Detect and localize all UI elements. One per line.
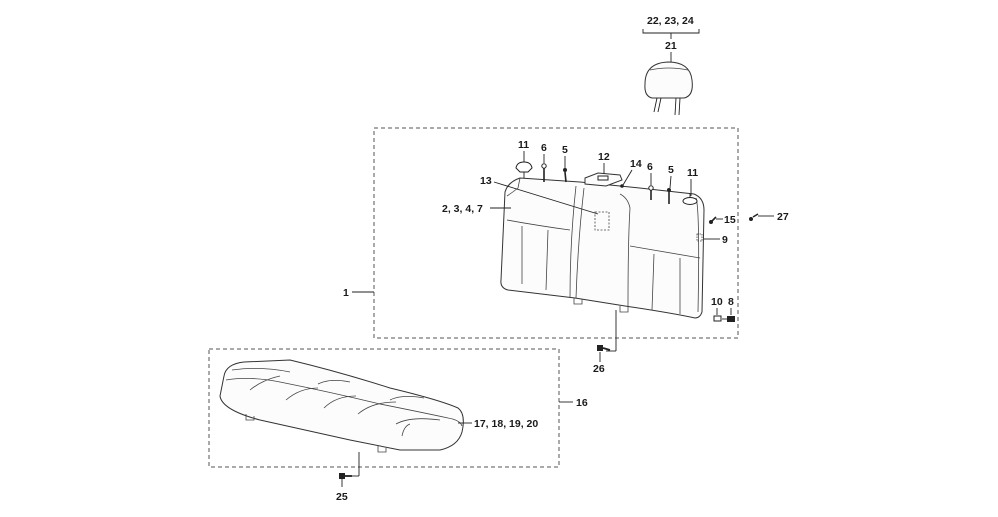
callout-14: 14 (630, 158, 642, 170)
callout-10: 10 (711, 296, 723, 308)
pin-6-right (648, 185, 654, 200)
bolt-26 (597, 345, 611, 351)
seat-cushion (219, 359, 464, 453)
callout-11-right: 11 (687, 167, 698, 179)
headrest-guide-11-left (515, 161, 533, 178)
callout-25: 25 (336, 491, 348, 503)
headrest-group: 22, 23, 24 21 (642, 15, 700, 116)
bolt-14 (620, 184, 624, 188)
callout-2-3-4-7: 2, 3, 4, 7 (442, 203, 483, 215)
callout-16: 16 (576, 397, 588, 409)
callout-12: 12 (598, 151, 610, 163)
callout-6-right: 6 (647, 161, 653, 173)
pin-6-left (541, 163, 547, 182)
trim-clip-9 (696, 233, 703, 242)
callout-15: 15 (724, 214, 736, 226)
pin-5-right (667, 188, 671, 204)
callout-17-18-19-20: 17, 18, 19, 20 (474, 418, 538, 430)
clip-27 (749, 213, 759, 221)
seat-back-group-frame (373, 127, 739, 339)
screw-15 (709, 216, 717, 224)
callout-14-leader (622, 169, 633, 186)
callout-1: 1 (343, 287, 349, 299)
callout-11-left: 11 (518, 139, 529, 151)
callout-8: 8 (728, 296, 734, 308)
callout-5-right-leader (669, 175, 672, 189)
seat-back-cushion (500, 177, 705, 319)
seat-cushion-group-frame (208, 348, 560, 468)
headrest-bracket (642, 29, 700, 34)
nut-10 (713, 315, 722, 322)
seat-cushion-group: 16 17, 18, 19, 20 (208, 348, 588, 468)
callout-6-left: 6 (541, 142, 547, 154)
headrest-guide-11-right (682, 194, 698, 205)
center-trim-12 (584, 172, 623, 187)
callout-13-leader (493, 181, 599, 215)
callout-5-right: 5 (668, 164, 674, 176)
callout-9: 9 (722, 234, 728, 246)
callout-26: 26 (593, 363, 605, 375)
seat-back-group: 1 (343, 127, 739, 375)
callout-13: 13 (480, 175, 492, 187)
callout-21: 21 (665, 40, 677, 52)
armrest-latch-13 (594, 211, 610, 231)
callout-22-23-24: 22, 23, 24 (647, 15, 694, 27)
bolt-8 (722, 316, 735, 322)
bolt-25 (339, 473, 352, 479)
headrest (644, 61, 693, 116)
callout-5-left: 5 (562, 144, 568, 156)
pin-5-left (563, 168, 567, 183)
callout-27: 27 (777, 211, 789, 223)
